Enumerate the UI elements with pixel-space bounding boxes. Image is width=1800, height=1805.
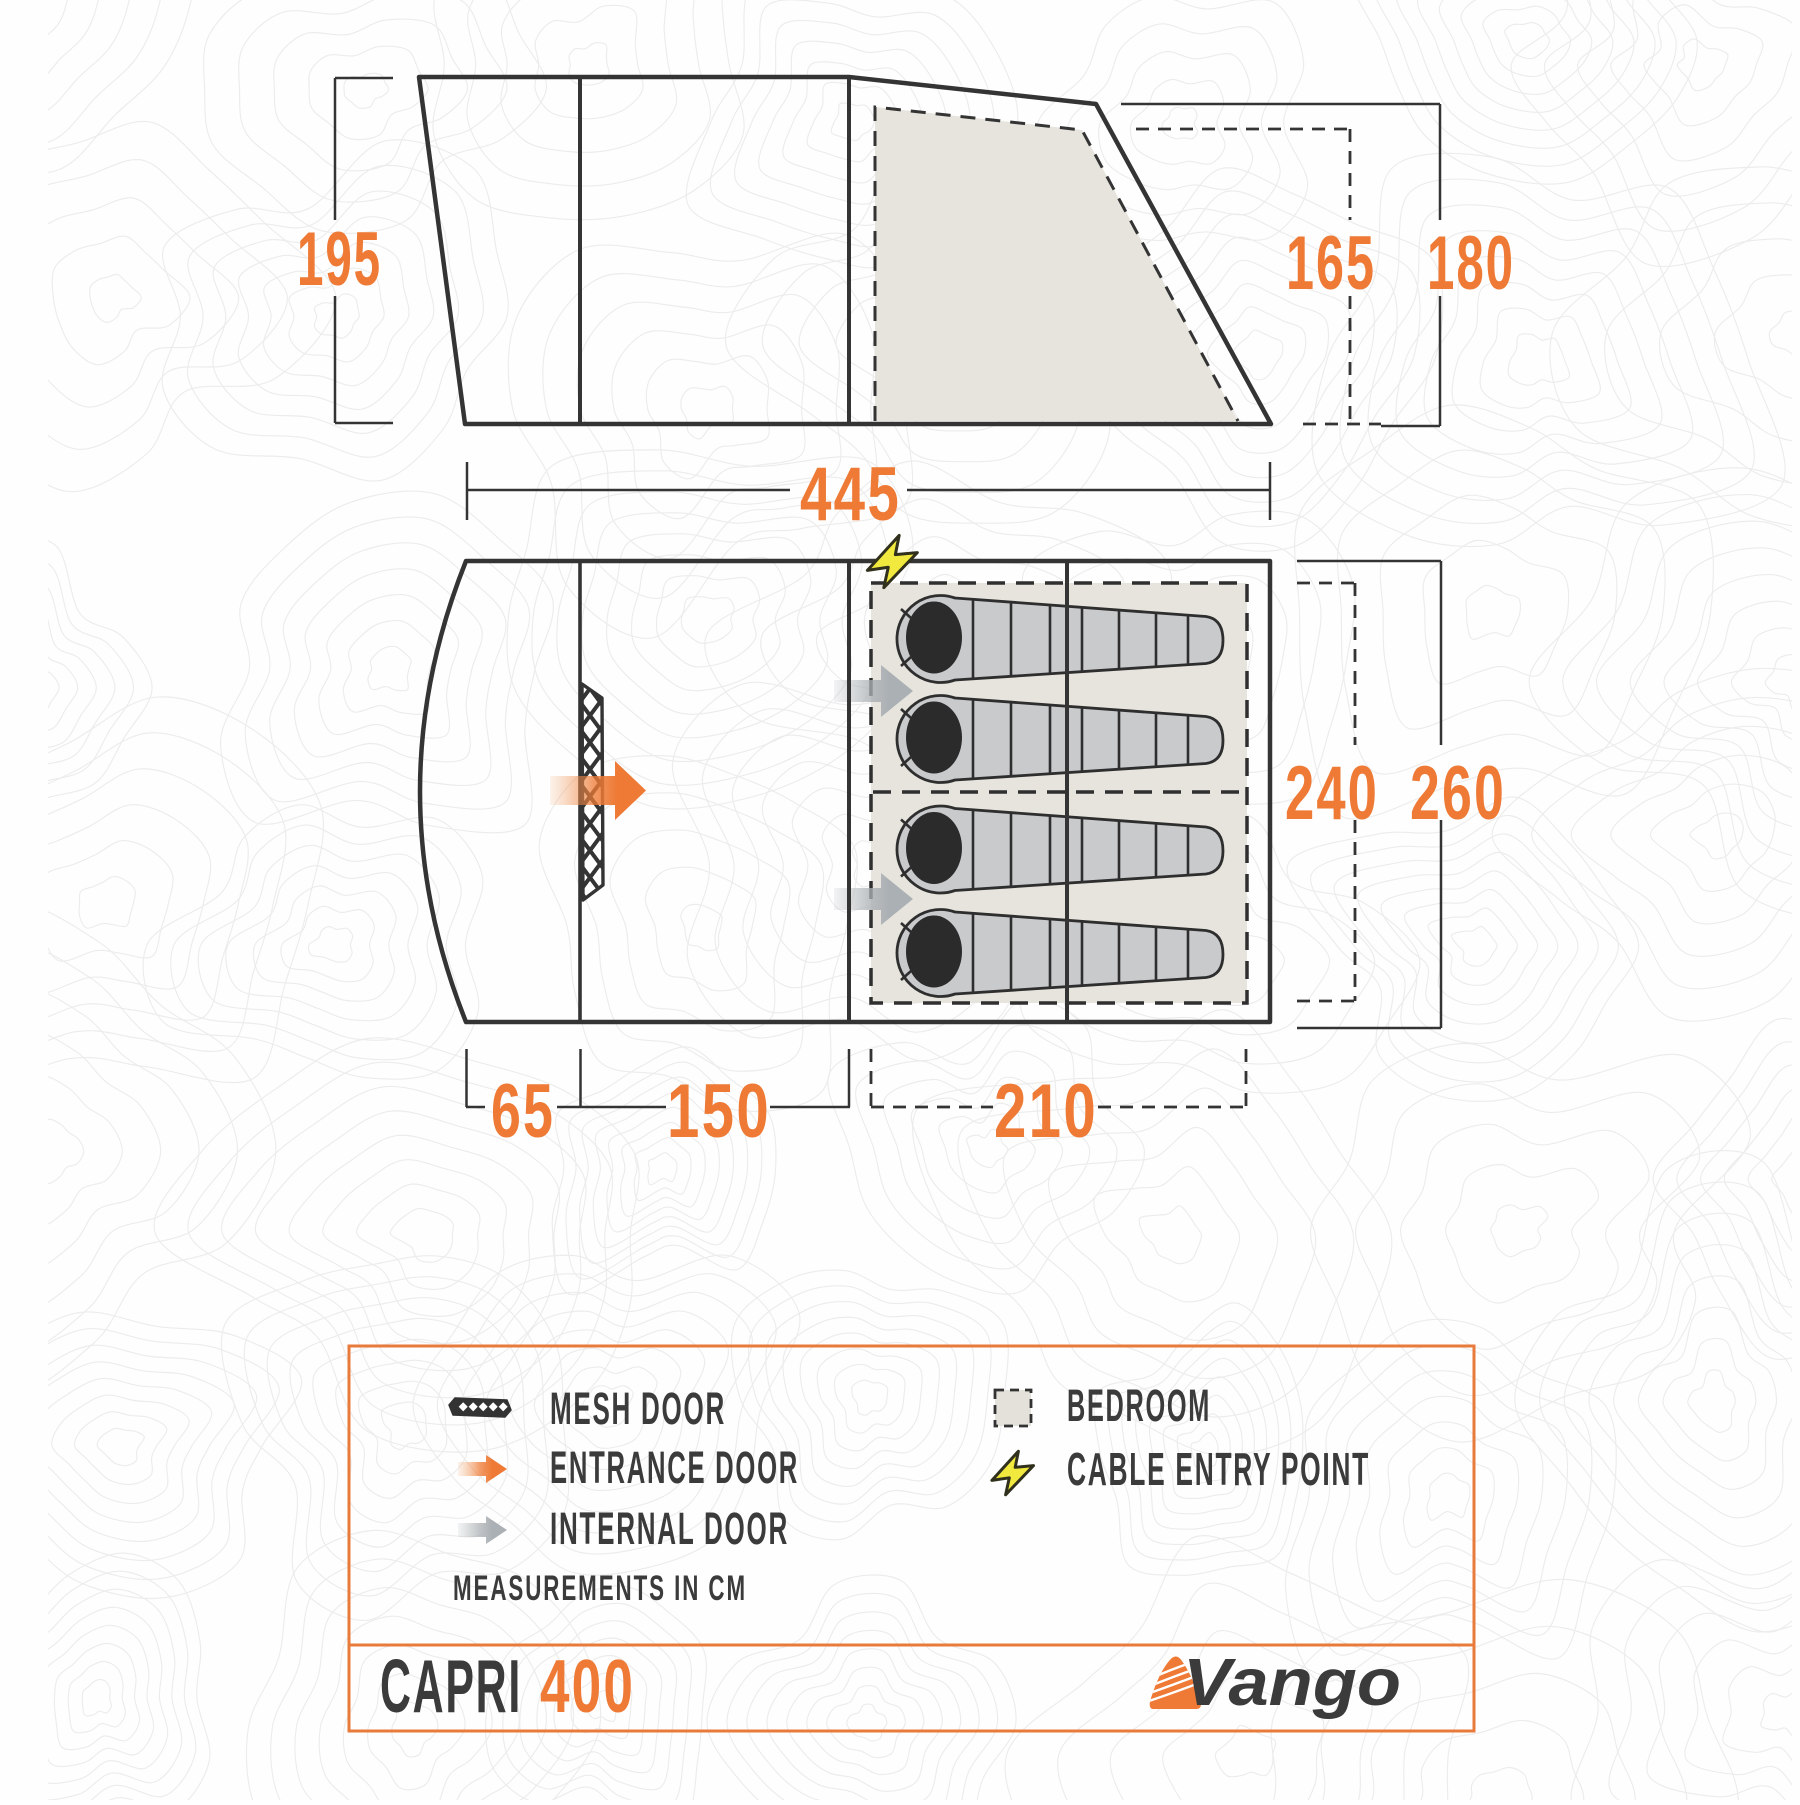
svg-text:150: 150 [667,1069,771,1154]
svg-text:180: 180 [1427,221,1515,306]
svg-text:Vango: Vango [1183,1645,1401,1720]
svg-text:165: 165 [1286,221,1376,306]
svg-text:210: 210 [994,1069,1098,1154]
svg-text:INTERNAL DOOR: INTERNAL DOOR [550,1503,789,1554]
svg-text:195: 195 [297,217,382,302]
svg-text:260: 260 [1410,751,1506,836]
svg-text:MESH DOOR: MESH DOOR [550,1383,726,1434]
svg-text:400: 400 [540,1644,635,1728]
svg-text:445: 445 [800,452,901,537]
svg-text:BEDROOM: BEDROOM [1067,1380,1211,1431]
svg-text:240: 240 [1285,751,1379,836]
svg-text:CAPRI: CAPRI [380,1644,522,1728]
svg-text:ENTRANCE DOOR: ENTRANCE DOOR [550,1442,799,1493]
svg-text:CABLE ENTRY POINT: CABLE ENTRY POINT [1067,1443,1370,1495]
svg-text:65: 65 [491,1069,555,1154]
svg-text:MEASUREMENTS IN CM: MEASUREMENTS IN CM [453,1569,747,1608]
